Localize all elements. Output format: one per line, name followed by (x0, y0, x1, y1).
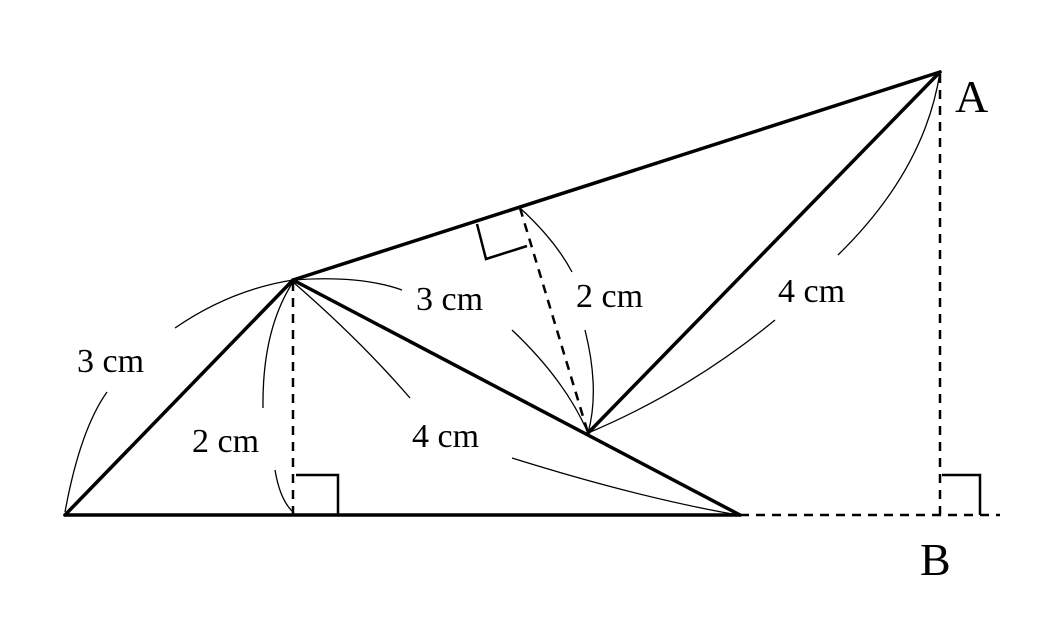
label-left-height: 2 cm (192, 423, 259, 460)
right-angle-marker-top (475, 223, 528, 261)
label-left-side: 3 cm (77, 343, 144, 380)
label-upper-height: 2 cm (576, 278, 643, 315)
right-angle-marker-B (942, 473, 982, 515)
measure-arcs (64, 71, 941, 516)
label-right-side: 4 cm (778, 273, 845, 310)
right-diagonal (586, 70, 942, 435)
label-lower-long: 4 cm (412, 418, 479, 455)
right-angle-marker-left (296, 473, 340, 515)
point-B-label: B (920, 534, 951, 585)
point-A-label: A (955, 71, 988, 122)
middle-diagonal (291, 278, 742, 517)
upper-height (518, 207, 590, 434)
left-side (63, 278, 295, 517)
label-upper-mid: 3 cm (416, 281, 483, 318)
top-side (291, 70, 942, 282)
